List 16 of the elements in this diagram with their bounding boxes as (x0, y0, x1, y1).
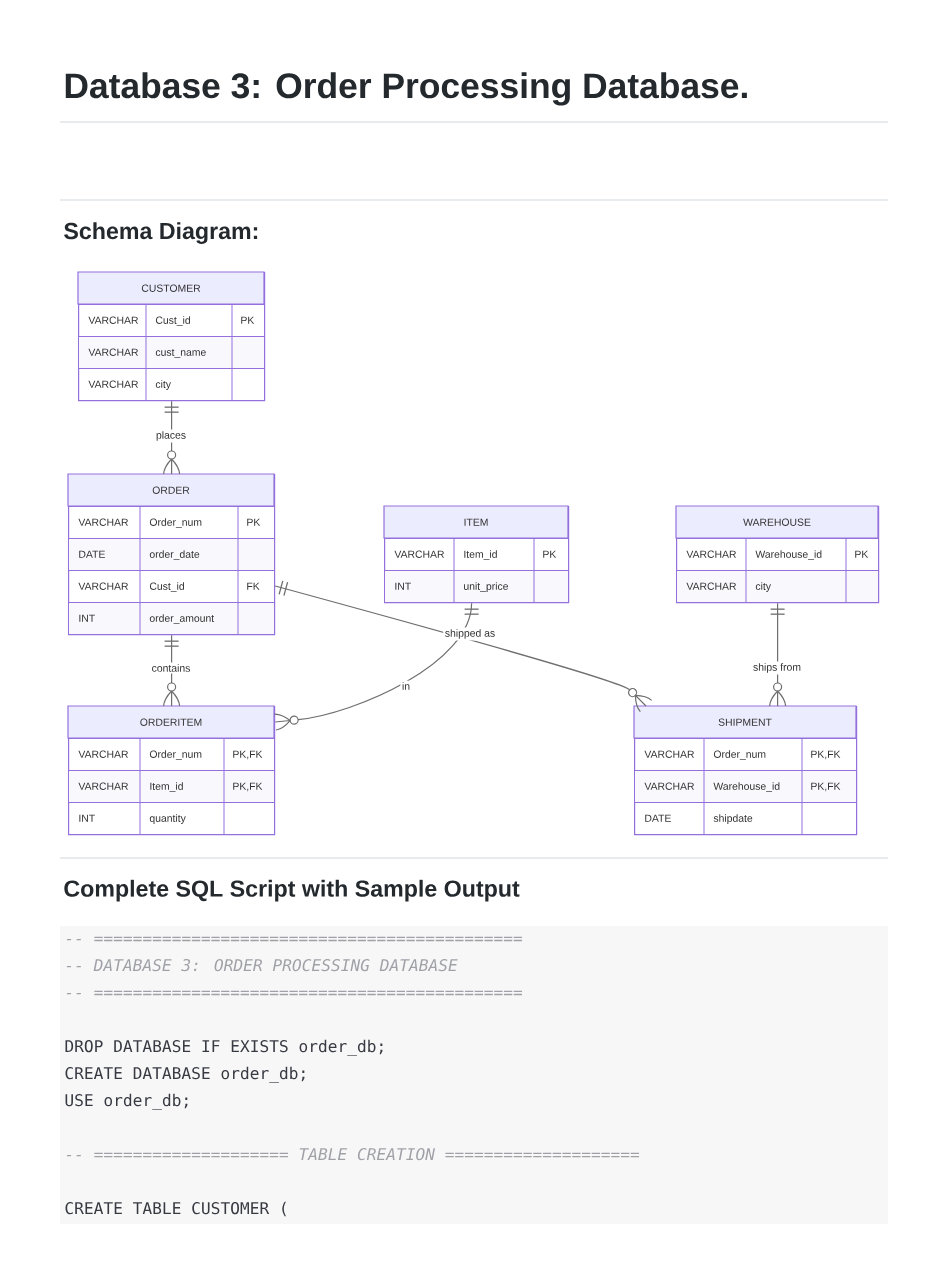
relationship-line (163, 634, 181, 707)
code-comment: -- DATABASE 3: ORDER PROCESSING DATABASE (66, 959, 458, 972)
code-line: CREATE DATABASE order_db; (65, 1066, 305, 1083)
relationship-line (273, 602, 479, 731)
code-comment: -- ============================================ (66, 990, 523, 996)
code-line: USE order_db; (65, 1093, 188, 1110)
page-title: Database 3: Order Processing Database. (65, 72, 747, 106)
section-heading: Schema Diagram: (64, 222, 258, 244)
code-line: DROP DATABASE IF EXISTS order_db; (65, 1039, 383, 1056)
code-comment: -- ==================== TABLE CREATION ==================== (66, 1148, 640, 1161)
code-line: CREATE TABLE CUSTOMER ( (65, 1201, 286, 1217)
code-comment: -- ============================================ (66, 936, 523, 942)
relationship-line (274, 580, 653, 713)
section-heading: Complete SQL Script with Sample Output (64, 879, 520, 902)
relationship-line (769, 602, 787, 707)
relationship-line (163, 400, 181, 475)
